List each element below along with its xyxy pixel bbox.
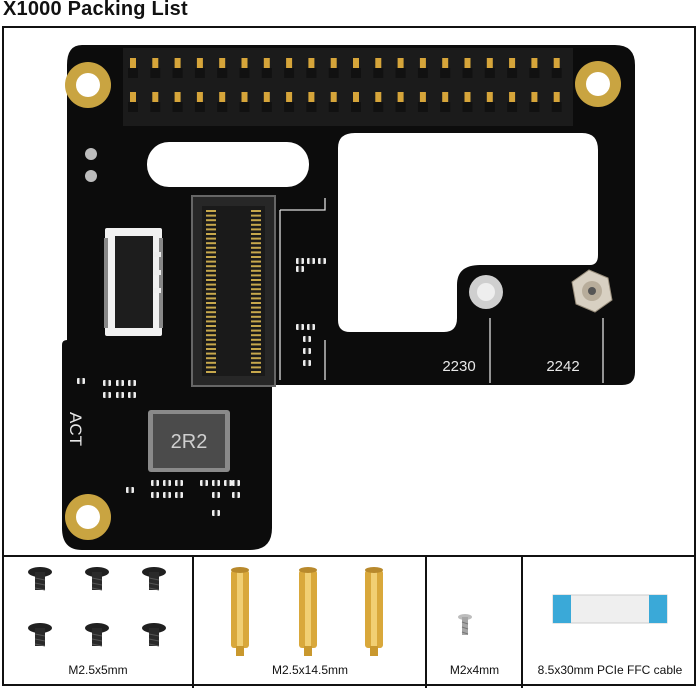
m2-5x5mm-screws xyxy=(28,567,166,647)
page-title: X1000 Packing List xyxy=(3,0,188,20)
divider-horizontal xyxy=(2,555,696,557)
mounting-hole-bottom-left xyxy=(65,494,111,540)
m2-5x14-5mm-standoffs xyxy=(231,567,383,656)
board-slot-cutout xyxy=(147,142,309,187)
m2x4mm-screw xyxy=(458,614,472,635)
silk-act: ACT xyxy=(66,412,85,446)
item-label-standoffs: M2.5x14.5mm xyxy=(271,663,349,677)
gpio-header xyxy=(123,48,573,126)
pcie-ffc-cable xyxy=(552,594,668,624)
mounting-hole-top-left xyxy=(65,62,111,108)
item-label-screws-5mm: M2.5x5mm xyxy=(68,663,128,677)
item-label-screw-4mm: M2x4mm xyxy=(449,663,500,677)
mounting-hole-top-right xyxy=(575,61,621,107)
item-label-ffc-cable: 8.5x30mm PCIe FFC cable xyxy=(537,663,683,677)
silk-2230: 2230 xyxy=(442,358,475,375)
gpio-pins xyxy=(128,58,562,112)
silk-2r2: 2R2 xyxy=(171,431,208,453)
packing-list-frame xyxy=(2,26,696,686)
board-large-cutout xyxy=(338,133,598,332)
ffc-small-components xyxy=(154,252,161,293)
divider-vertical-3 xyxy=(521,556,523,688)
standoff-2230 xyxy=(469,275,503,309)
smd-components xyxy=(77,258,326,516)
m2-slot xyxy=(191,195,276,387)
ffc-connector xyxy=(104,228,163,336)
standoff-2242 xyxy=(571,269,613,313)
silk-2242: 2242 xyxy=(546,358,579,375)
inductor-2r2 xyxy=(148,410,230,472)
divider-vertical-1 xyxy=(192,556,194,688)
divider-vertical-2 xyxy=(425,556,427,688)
